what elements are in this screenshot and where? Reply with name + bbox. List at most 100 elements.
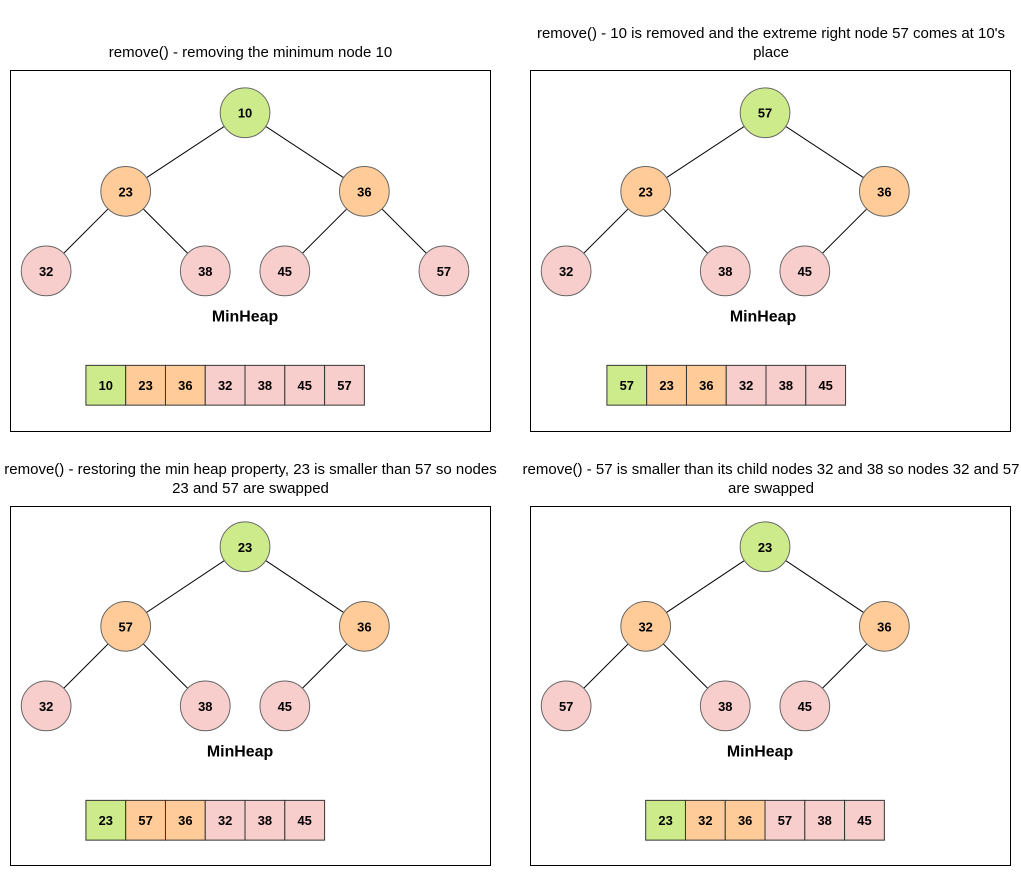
- tree-node-label: 57: [559, 699, 573, 714]
- array-cell-label: 36: [699, 378, 713, 393]
- tree-node-circle: [219, 521, 271, 573]
- tree-node-label: 36: [357, 184, 371, 199]
- tree-node-label: 32: [559, 264, 573, 279]
- tree-node-circle: [339, 165, 390, 217]
- tree-node-label: 32: [39, 699, 53, 714]
- panel-2-diagram-box: 57 23 36 32 38 45 MinHeap 57 23 36 32 38…: [530, 70, 1011, 432]
- array-cell: [804, 799, 846, 841]
- array-cell-label: 57: [778, 813, 792, 828]
- array-cell: [606, 364, 648, 406]
- tree-node-label: 57: [758, 106, 772, 121]
- tree-node-circle: [739, 521, 791, 573]
- array-cell-label: 36: [178, 378, 192, 393]
- tree-node-circle: [739, 87, 791, 139]
- array-cell: [645, 799, 686, 841]
- tree-node-label: 38: [718, 699, 732, 714]
- tree-node-circle: [540, 245, 592, 297]
- tree-node-circle: [20, 245, 72, 297]
- array-cell-label: 57: [138, 813, 152, 828]
- array-cell: [764, 799, 806, 841]
- tree-node-label: 45: [278, 699, 292, 714]
- tree-node-circle: [699, 680, 751, 732]
- panel-3-title: remove() - restoring the min heap proper…: [0, 440, 501, 500]
- minheap-label: MinHeap: [727, 744, 794, 761]
- array-cell-label: 57: [620, 378, 634, 393]
- array-cell: [646, 364, 687, 406]
- array-cell: [324, 364, 365, 406]
- array-cell: [164, 799, 206, 841]
- array-cell: [725, 364, 767, 406]
- array-cell-label: 32: [218, 813, 232, 828]
- array-cell-label: 23: [138, 378, 152, 393]
- tree-node-circle: [779, 680, 831, 732]
- array-cell: [724, 799, 766, 841]
- panel-3-heap-diagram: 23 57 36 32 38 45 MinHeap 23 57 36 32 38…: [20, 521, 390, 841]
- array-cell: [765, 364, 807, 406]
- tree-node-circle: [620, 600, 672, 652]
- array-cell-label: 36: [738, 813, 752, 828]
- panel-1-title-text: remove() - removing the minimum node 10: [108, 44, 393, 61]
- tree-node-label: 32: [39, 264, 53, 279]
- array-cell-label: 32: [218, 378, 232, 393]
- array-cell: [204, 799, 246, 841]
- tree-node-label: 45: [278, 264, 292, 279]
- tree-node-circle: [779, 245, 831, 297]
- panel-1-heap-diagram: 10 23 36 32 38 45 57 MinHeap 10 23 36 32…: [20, 87, 470, 406]
- tree-node-circle: [699, 245, 751, 297]
- array-cell-label: 45: [819, 378, 833, 393]
- tree-node-label: 23: [639, 184, 653, 199]
- array-cell-label: 38: [779, 378, 793, 393]
- tree-node-circle: [20, 680, 72, 732]
- panel-2-heap-diagram: 57 23 36 32 38 45 MinHeap 57 23 36 32 38…: [540, 87, 910, 406]
- array-cell: [805, 364, 847, 406]
- tree-node-label: 23: [238, 540, 252, 555]
- tree-node-label: 36: [357, 619, 371, 634]
- panel-1-title: remove() - removing the minimum node 10: [10, 0, 491, 65]
- tree-node-circle: [859, 600, 910, 652]
- panel-3-title-text: remove() - restoring the min heap proper…: [4, 461, 497, 497]
- panel-4-heap-diagram: 23 32 36 57 38 45 MinHeap 23 32 36 57 38…: [540, 521, 910, 841]
- panel-4-title: remove() - 57 is smaller than its child …: [521, 440, 1021, 500]
- tree-node-circle: [540, 680, 592, 732]
- array-cell-label: 32: [739, 378, 753, 393]
- array-cell: [164, 364, 206, 406]
- array-cell-label: 23: [99, 813, 113, 828]
- array-cell-label: 23: [659, 378, 673, 393]
- tree-node-label: 38: [198, 264, 212, 279]
- tree-node-circle: [418, 245, 470, 297]
- panel-2-title: remove() - 10 is removed and the extreme…: [521, 0, 1021, 65]
- tree-node-label: 45: [798, 264, 812, 279]
- tree-node-circle: [339, 600, 390, 652]
- tree-node-label: 36: [877, 184, 891, 199]
- minheap-label: MinHeap: [730, 309, 797, 326]
- array-cell-label: 36: [178, 813, 192, 828]
- minheap-label: MinHeap: [207, 744, 274, 761]
- array-cell: [244, 799, 286, 841]
- minheap-label: MinHeap: [212, 309, 279, 326]
- panel-1-diagram-box: 10 23 36 32 38 45 57 MinHeap 10 23 36 32…: [10, 70, 491, 432]
- array-cell: [125, 799, 166, 841]
- array-cell: [204, 364, 246, 406]
- array-cell-label: 23: [658, 813, 672, 828]
- tree-node-circle: [259, 245, 311, 297]
- array-cell-label: 57: [337, 378, 351, 393]
- tree-node-label: 10: [238, 106, 252, 121]
- array-cell: [85, 799, 127, 841]
- panel-3-diagram-box: 23 57 36 32 38 45 MinHeap 23 57 36 32 38…: [10, 506, 491, 866]
- tree-node-label: 32: [639, 619, 653, 634]
- panel-4-diagram-box: 23 32 36 57 38 45 MinHeap 23 32 36 57 38…: [530, 506, 1011, 866]
- array-cell-label: 38: [258, 813, 272, 828]
- tree-node-circle: [100, 600, 152, 652]
- tree-node-label: 57: [437, 264, 451, 279]
- array-cell: [685, 364, 727, 406]
- array-cell-label: 38: [258, 378, 272, 393]
- tree-node-circle: [179, 680, 231, 732]
- tree-node-circle: [100, 165, 152, 217]
- tree-node-circle: [179, 245, 231, 297]
- panel-2-title-text: remove() - 10 is removed and the extreme…: [536, 25, 1006, 61]
- array-cell-label: 10: [99, 378, 113, 393]
- array-cell-label: 32: [698, 813, 712, 828]
- tree-node-label: 23: [758, 540, 772, 555]
- tree-node-label: 38: [198, 699, 212, 714]
- array-cell: [844, 799, 885, 841]
